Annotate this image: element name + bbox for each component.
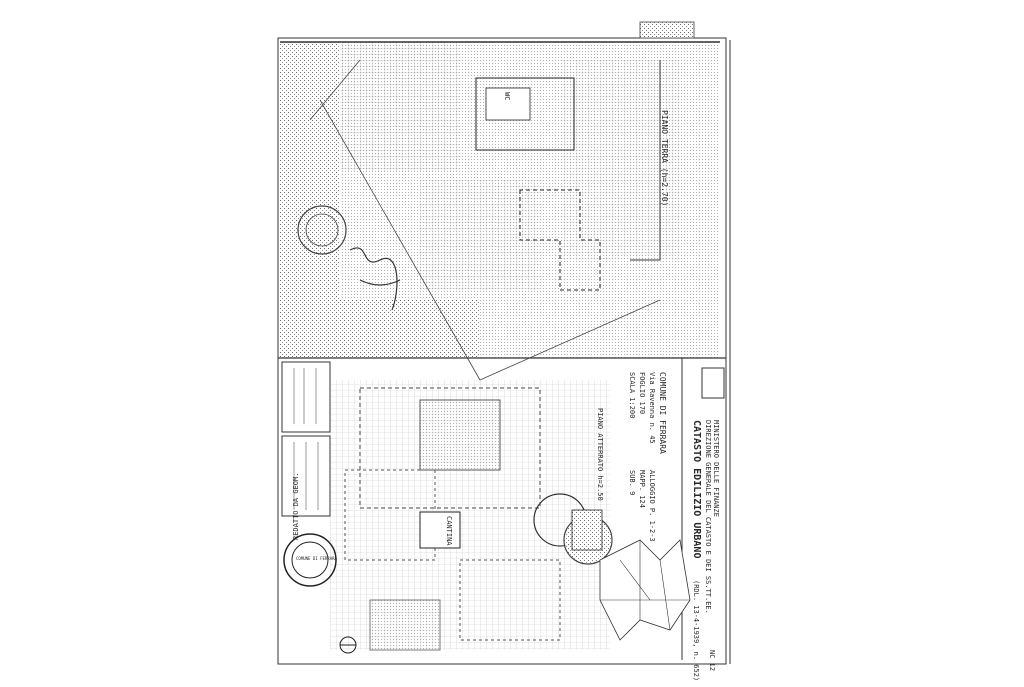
ground-floor-plan (278, 41, 726, 381)
mappale-label: MAPP. 124 (638, 470, 646, 508)
floor-label-upper: PIANO ATTERRATO h=2.50 (596, 408, 604, 501)
signature-scribble (349, 247, 401, 311)
foglio-label: FOGLIO 170 (638, 372, 646, 414)
office-name: DIREZIONE GENERALE DEL CATASTO E DEI SS.… (704, 420, 712, 614)
address-label: Via Ravenna n. 45 (648, 372, 656, 444)
scale-label: SCALA 1:200 (628, 372, 636, 418)
room-label-wc: WC (503, 92, 511, 100)
stamp-text-comune: COMUNE DI FERRARA (296, 556, 338, 561)
upper-floor-plan (330, 380, 610, 651)
room-label-cantina: CANTINA (445, 516, 453, 546)
document-title: CATASTO EDILIZIO URBANO (691, 420, 702, 558)
sub-label: SUB. 9 (628, 470, 636, 495)
unit-label: ALLOGGIO P. 1-2-3 (648, 470, 656, 542)
comune-label: COMUNE DI FERRARA (658, 372, 667, 454)
drawn-by-label: REDATTO DA GEOM. (292, 473, 300, 540)
seal-stamp-bottom (283, 533, 337, 587)
corner-code: NC 12 (708, 650, 716, 671)
parcel-map (599, 539, 691, 641)
ministry-name: MINISTERO DELLE FINANZE (712, 420, 720, 517)
decree-reference: (RDL. 13-4-1939, n. 652) (692, 580, 700, 681)
floor-label-ground: PIANO TERRA (h=2.70) (660, 110, 669, 206)
left-form-boxes (281, 361, 331, 517)
corner-stamp (639, 21, 695, 39)
seal-stamp-top (297, 205, 347, 255)
north-arrow (339, 636, 357, 654)
